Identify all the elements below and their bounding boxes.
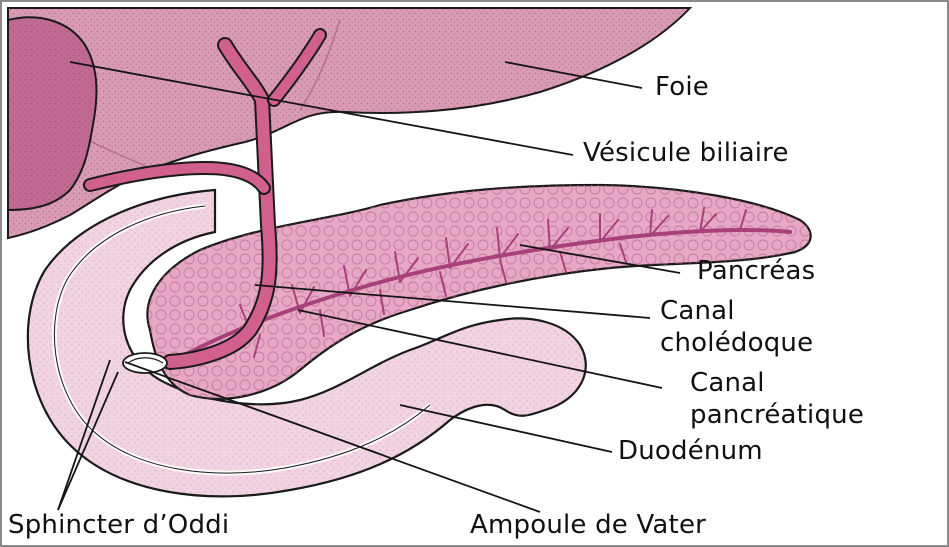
- label-sphincter-oddi: Sphincter d’Oddi: [8, 510, 229, 540]
- label-canal-pancreatique-2: pancréatique: [690, 400, 864, 430]
- label-foie: Foie: [655, 72, 709, 102]
- label-vesicule-biliaire: Vésicule biliaire: [583, 138, 789, 168]
- label-canal-pancreatique-1: Canal: [690, 368, 765, 398]
- label-canal-choledoque-1: Canal: [660, 296, 735, 326]
- label-pancreas: Pancréas: [697, 256, 815, 286]
- label-canal-choledoque-2: cholédoque: [660, 328, 813, 358]
- label-duodenum: Duodénum: [618, 436, 763, 466]
- label-ampoule-de-vater: Ampoule de Vater: [470, 510, 706, 540]
